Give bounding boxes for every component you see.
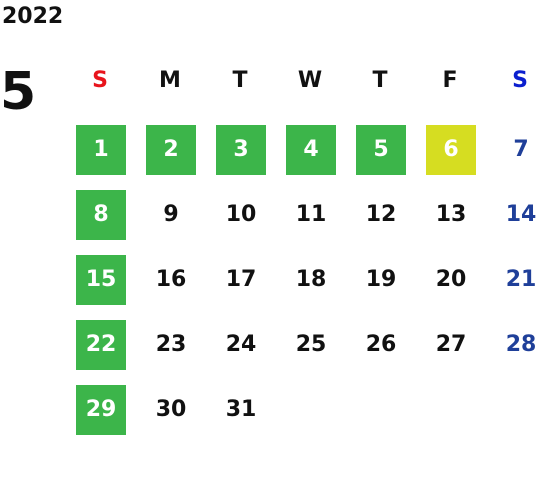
- calendar-day-cell[interactable]: 19: [345, 254, 415, 306]
- calendar-day-number: 23: [155, 332, 187, 357]
- calendar-day-number: 31: [225, 397, 257, 422]
- calendar-day-cell[interactable]: 13: [415, 189, 485, 241]
- calendar-day-cell[interactable]: 14: [485, 189, 548, 241]
- calendar-day-cell[interactable]: 10: [205, 189, 275, 241]
- calendar-day-cell[interactable]: 11: [275, 189, 345, 241]
- calendar-day-number: 3: [216, 125, 266, 175]
- weekday-friday: F: [442, 68, 458, 93]
- calendar-day-cell[interactable]: 4: [275, 124, 345, 176]
- calendar-day-cell[interactable]: 17: [205, 254, 275, 306]
- weekday-sunday: S: [92, 68, 108, 93]
- calendar-day-number: 7: [513, 137, 529, 162]
- calendar-day-cell[interactable]: 2: [135, 124, 205, 176]
- calendar-day-cell[interactable]: 3: [205, 124, 275, 176]
- calendar-day-number: 10: [225, 202, 257, 227]
- calendar-day-cell[interactable]: 26: [345, 319, 415, 371]
- calendar-day-number: 9: [163, 202, 179, 227]
- weekday-header-row: S M T W T F S: [65, 64, 548, 98]
- calendar-day-number: 26: [365, 332, 397, 357]
- calendar-day-cell[interactable]: 21: [485, 254, 548, 306]
- calendar-day-number: 28: [505, 332, 537, 357]
- calendar-day-number: 20: [435, 267, 467, 292]
- calendar-day-number: 27: [435, 332, 467, 357]
- calendar-day-number: 15: [76, 255, 126, 305]
- calendar-day-cell[interactable]: 16: [135, 254, 205, 306]
- calendar-day-number: 29: [76, 385, 126, 435]
- weekday-wednesday: W: [297, 68, 323, 93]
- weekday-monday: M: [159, 68, 181, 93]
- calendar-day-cell[interactable]: 6: [415, 124, 485, 176]
- calendar-day-cell[interactable]: 7: [485, 124, 548, 176]
- calendar-day-cell[interactable]: 30: [135, 384, 205, 436]
- calendar-day-number: 21: [505, 267, 537, 292]
- calendar-day-number: 2: [146, 125, 196, 175]
- calendar-day-cell[interactable]: 18: [275, 254, 345, 306]
- calendar-day-cell[interactable]: 22: [65, 319, 135, 371]
- calendar-day-cell[interactable]: 5: [345, 124, 415, 176]
- calendar-day-cell[interactable]: 9: [135, 189, 205, 241]
- calendar-day-number: 24: [225, 332, 257, 357]
- calendar-day-number: 1: [76, 125, 126, 175]
- calendar-day-cell[interactable]: 31: [205, 384, 275, 436]
- calendar-day-cell[interactable]: 27: [415, 319, 485, 371]
- calendar-day-number: 8: [76, 190, 126, 240]
- calendar-day-cell[interactable]: 28: [485, 319, 548, 371]
- calendar-day-number: 19: [365, 267, 397, 292]
- calendar-day-number: 18: [295, 267, 327, 292]
- weekday-saturday: S: [512, 68, 528, 93]
- calendar-day-cell[interactable]: 12: [345, 189, 415, 241]
- calendar-year: 2022: [2, 4, 64, 29]
- calendar-day-number: 11: [295, 202, 327, 227]
- weekday-tuesday: T: [232, 68, 248, 93]
- calendar-day-number: 5: [356, 125, 406, 175]
- calendar-day-cell[interactable]: 8: [65, 189, 135, 241]
- calendar-day-number: 13: [435, 202, 467, 227]
- calendar-day-number: 12: [365, 202, 397, 227]
- calendar-day-cell[interactable]: 25: [275, 319, 345, 371]
- calendar-day-cell[interactable]: 23: [135, 319, 205, 371]
- calendar-day-number: 17: [225, 267, 257, 292]
- calendar-day-cell[interactable]: 29: [65, 384, 135, 436]
- calendar-day-number: 14: [505, 202, 537, 227]
- calendar-day-number: 4: [286, 125, 336, 175]
- calendar-day-cell[interactable]: 15: [65, 254, 135, 306]
- calendar-day-number: 30: [155, 397, 187, 422]
- weekday-thursday: T: [372, 68, 388, 93]
- calendar-day-number: 16: [155, 267, 187, 292]
- calendar-day-cell[interactable]: 20: [415, 254, 485, 306]
- calendar-day-number: 25: [295, 332, 327, 357]
- calendar-day-number: 22: [76, 320, 126, 370]
- calendar-day-number: 6: [426, 125, 476, 175]
- calendar-day-cell[interactable]: 24: [205, 319, 275, 371]
- calendar-day-cell[interactable]: 1: [65, 124, 135, 176]
- calendar-month: 5: [0, 62, 37, 122]
